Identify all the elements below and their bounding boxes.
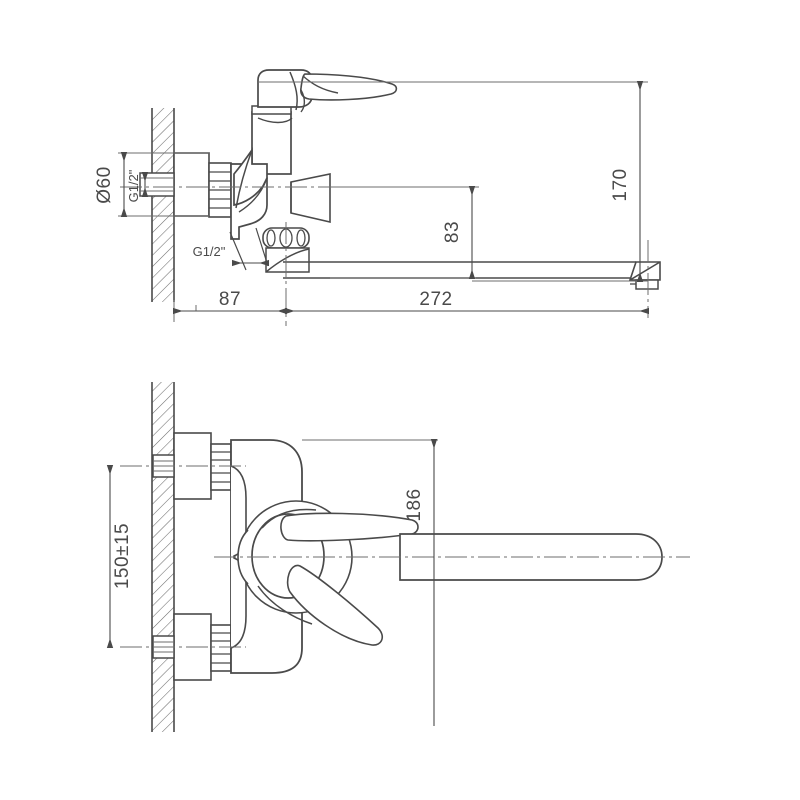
- dimension-label-dia60: Ø60: [94, 166, 115, 203]
- wall-hatch: [152, 108, 174, 302]
- wall-section-side-view: [151, 108, 175, 302]
- dimension-label-186: 186: [404, 488, 425, 521]
- upper-connector-nut: [210, 443, 232, 491]
- inlet-nipple: [139, 172, 175, 197]
- handle-upper-arm: [280, 512, 419, 542]
- handle-hub: [257, 69, 313, 108]
- dimension-label-150pm15: 150±15: [112, 523, 133, 589]
- dimension-87: 87: [172, 289, 288, 315]
- diverter-rib-right: [296, 229, 306, 247]
- dimension-dia60: Ø60: [94, 151, 209, 218]
- g12-outlet-leader-right: [255, 227, 269, 267]
- handle-top-contour: [261, 508, 317, 529]
- lever-handle-front-view: [251, 508, 419, 646]
- handle-crease-lower: [300, 89, 306, 113]
- dimension-label-272: 272: [419, 289, 452, 310]
- diverter-rib-left: [266, 229, 276, 247]
- spout-tip-bevel: [629, 261, 661, 281]
- dimension-272: 272: [284, 289, 650, 315]
- lever-handle-side-view: [257, 69, 398, 124]
- wall-hatch-front: [152, 382, 174, 732]
- front-elevation-view: 150±15 186: [106, 382, 690, 732]
- dimension-label-170: 170: [610, 168, 631, 201]
- handle-base-curve: [257, 117, 293, 124]
- handle-crease-upper: [302, 75, 339, 94]
- dimension-label-83: 83: [442, 221, 463, 243]
- dimension-186: 186: [302, 438, 438, 726]
- dimension-83: 83: [330, 185, 476, 280]
- dimension-150pm15: 150±15: [106, 464, 133, 649]
- dimension-170: 170: [258, 80, 648, 283]
- dimension-label-g12-outlet: G1/2": [193, 244, 226, 259]
- handle-lower-blade: [286, 564, 384, 646]
- handle-neck-curve: [289, 71, 298, 111]
- body-sweep-curve: [235, 149, 253, 209]
- outlet-cone: [290, 173, 331, 224]
- side-elevation-view: Ø60 G1/2" G1/2" 87 272: [94, 69, 661, 326]
- diverter-shank: [265, 247, 310, 273]
- connector-nut-side-view: [208, 162, 232, 218]
- shower-outlet-side-view: [290, 173, 331, 224]
- lower-connector-nut: [210, 624, 232, 672]
- dimension-g12-outlet: G1/2": [193, 227, 270, 271]
- dimension-label-g12-inlet: G1/2": [126, 169, 141, 202]
- handle-blade: [300, 73, 398, 101]
- wall-section-front-view: [151, 382, 175, 732]
- dimension-g12-inlet: G1/2": [126, 169, 149, 202]
- body-inner-curve: [238, 177, 268, 213]
- escutcheon-body: [173, 152, 210, 217]
- dimension-label-87: 87: [219, 289, 241, 310]
- handle-bottom-contour: [257, 585, 313, 625]
